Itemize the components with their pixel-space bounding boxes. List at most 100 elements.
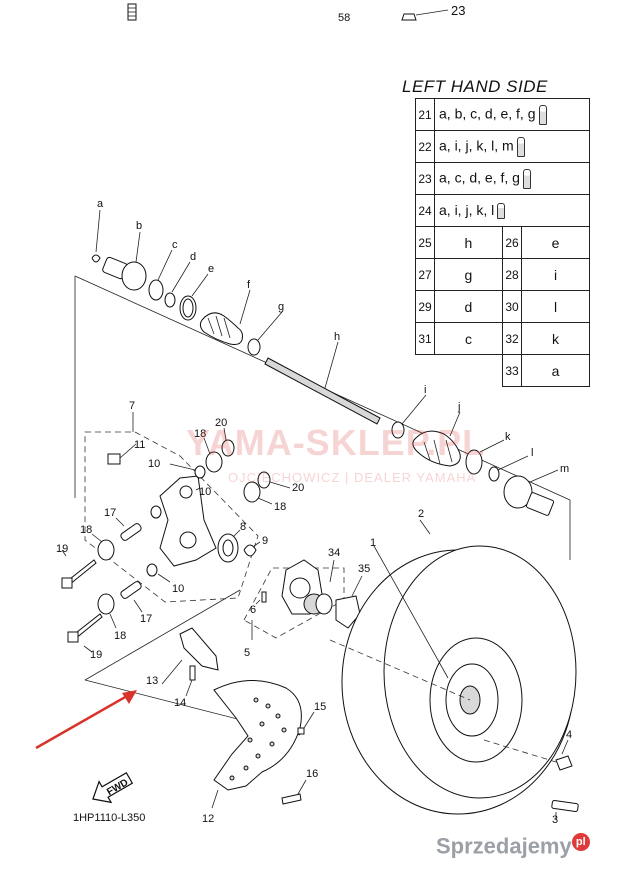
- label-a: a: [97, 198, 104, 210]
- legend-row-33: 33 a: [416, 354, 590, 387]
- legend-row-25-26: 25 h 26 e: [415, 226, 590, 259]
- legend-value: h: [434, 226, 503, 259]
- legend-num: 30: [501, 290, 523, 323]
- legend-num: 33: [501, 354, 523, 387]
- legend-num: 21: [415, 98, 435, 131]
- callout-58: 58: [338, 12, 350, 24]
- band-e: [179, 273, 209, 321]
- callout-2: 2: [418, 508, 424, 520]
- callout-19b: 19: [90, 649, 102, 661]
- callout-16: 16: [306, 768, 318, 780]
- legend-codes: a, i, j, k, l, m: [434, 130, 590, 163]
- fwd-label: FWD: [105, 777, 130, 798]
- knuckle: [159, 475, 217, 567]
- label-m: m: [560, 463, 569, 475]
- legend-row-31-32: 31 c 32 k: [415, 322, 590, 355]
- label-f: f: [247, 279, 251, 291]
- legend-codes: a, b, c, d, e, f, g: [434, 98, 590, 131]
- callout-15: 15: [314, 701, 326, 713]
- grease-tube-icon: [522, 168, 531, 189]
- circlip-a: [91, 209, 101, 263]
- circlip-l: [488, 455, 529, 482]
- axle-nut-35: [335, 575, 363, 629]
- bolt-16: [281, 779, 307, 805]
- legend-row-21: 21 a, b, c, d, e, f, g: [415, 98, 590, 131]
- site-mark-badge: pl: [571, 833, 590, 851]
- disc-guard: [211, 679, 302, 809]
- callout-14: 14: [174, 697, 186, 709]
- legend-row-22: 22 a, i, j, k, l, m: [415, 130, 590, 163]
- label-g: g: [278, 301, 284, 313]
- legend-num: 24: [415, 194, 435, 227]
- valve-3: [551, 799, 579, 820]
- legend-num: 25: [415, 226, 435, 259]
- top-nut-partial: [401, 9, 449, 21]
- label-b: b: [136, 220, 142, 232]
- legend-row-27-28: 27 g 28 i: [415, 258, 590, 291]
- washer-34: [315, 559, 335, 615]
- grease-tube-icon: [516, 136, 525, 157]
- legend-num: 32: [501, 322, 523, 355]
- watermark-subtitle: OJCIECHOWICZ | DEALER YAMAHA: [228, 470, 477, 485]
- callout-18a: 18: [194, 428, 206, 440]
- circlip-9: [243, 541, 261, 557]
- screw-15: [297, 711, 315, 735]
- diagram-code: 1HP1110-L350: [73, 812, 146, 824]
- boot-f: [199, 289, 251, 345]
- red-annotation-arrow: [35, 690, 137, 750]
- legend-title: LEFT HAND SIDE: [402, 77, 548, 96]
- legend-value: l: [521, 290, 590, 323]
- legend-table: 21 a, b, c, d, e, f, g 22 a, i, j, k, l,…: [415, 98, 590, 387]
- legend-value: i: [521, 258, 590, 291]
- frame-line-bottom-left: [84, 589, 241, 681]
- boot-j: [412, 411, 461, 467]
- legend-value: d: [434, 290, 503, 323]
- callout-11: 11: [134, 439, 145, 451]
- callout-20a: 20: [215, 417, 227, 429]
- callout-12: 12: [202, 813, 214, 825]
- legend-value: a: [521, 354, 590, 387]
- callout-35: 35: [358, 563, 370, 575]
- label-d: d: [190, 251, 196, 263]
- legend-num: 23: [415, 162, 435, 195]
- legend-value: e: [521, 226, 590, 259]
- callout-9: 9: [262, 535, 268, 547]
- callout-17a: 17: [104, 507, 116, 519]
- callout-3: 3: [552, 814, 558, 826]
- band-g: [247, 311, 283, 356]
- legend-num: 27: [415, 258, 435, 291]
- seal-10-a: [169, 463, 206, 479]
- bushing-18-left-upper: [91, 533, 115, 561]
- callout-18b: 18: [274, 501, 286, 513]
- callout-10c: 10: [172, 583, 184, 595]
- label-j: j: [457, 401, 460, 413]
- grease-tube-icon: [497, 203, 506, 220]
- callout-6: 6: [250, 604, 256, 616]
- legend-num: 28: [501, 258, 523, 291]
- callout-10a: 10: [148, 458, 160, 470]
- callout-8: 8: [240, 521, 246, 533]
- cv-joint-b: [102, 231, 147, 291]
- bolt-19-lower: [67, 613, 103, 653]
- seal-10-c: [146, 563, 171, 583]
- callout-18c: 18: [80, 524, 92, 536]
- callout-23: 23: [451, 3, 465, 18]
- band-i: [391, 394, 427, 439]
- bushing-18-upper: [203, 437, 223, 473]
- legend-num: 29: [415, 290, 435, 323]
- bolt-19-upper: [61, 549, 97, 589]
- legend-codes: a, i, j, k, l: [434, 194, 590, 227]
- bushing-18-left-lower: [97, 593, 117, 629]
- grease-tube-icon: [538, 104, 547, 125]
- callout-17b: 17: [140, 613, 152, 625]
- bolt-14: [185, 665, 196, 697]
- watermark: YAMA-SKLEP.PL: [186, 422, 486, 463]
- pin-17-upper: [115, 517, 142, 541]
- callout-1: 1: [370, 537, 376, 549]
- pin-17-lower: [120, 581, 143, 613]
- bearing-8: [217, 529, 241, 563]
- guard-bracket-13: [161, 627, 219, 685]
- callout-18d: 18: [114, 630, 126, 642]
